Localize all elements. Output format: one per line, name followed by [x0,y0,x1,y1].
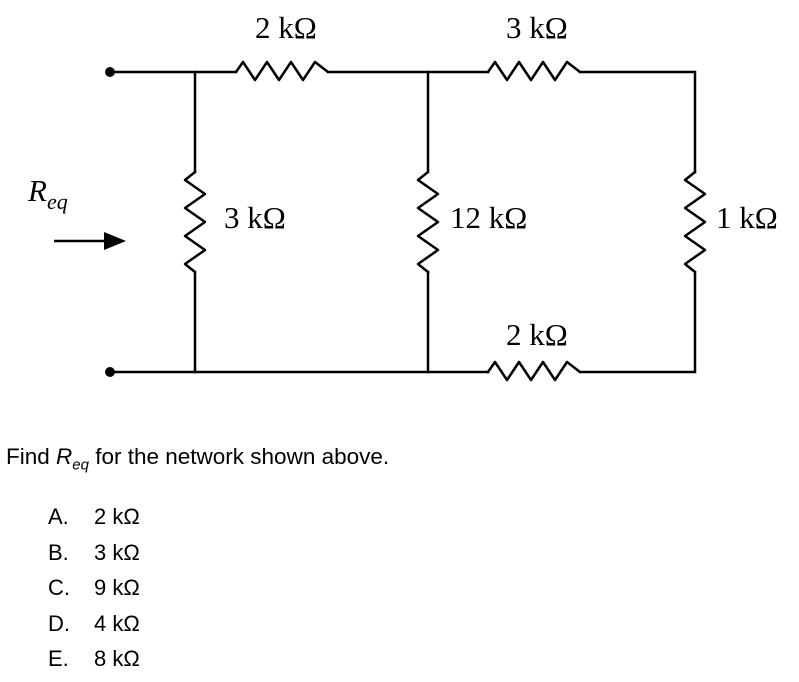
question-text: Find Req for the network shown above. [6,444,389,474]
middle-vertical-resistor-label: 12 kΩ [450,200,527,235]
question-subscript: eq [72,456,89,474]
option-letter: E. [48,646,69,671]
top-right-resistor [486,60,582,82]
circuit-diagram: Req 2 kΩ 3 kΩ 3 kΩ 12 kΩ 1 kΩ 2 kΩ [27,10,778,382]
option-value: 9 kΩ [94,575,140,600]
option-letter: A. [48,504,69,529]
left-vertical-resistor [183,170,207,274]
option-value: 4 kΩ [94,610,140,636]
option-letter: D. [48,610,70,636]
top-right-resistor-label: 3 kΩ [506,10,568,45]
option-d[interactable]: D. 4 kΩ [48,611,140,647]
right-vertical-resistor-label: 1 kΩ [716,200,778,235]
option-b[interactable]: B. 3 kΩ [48,540,140,576]
question-symbol: R [56,444,73,469]
bottom-resistor [486,360,582,382]
question-suffix: for the network shown above. [88,444,390,469]
req-arrow-head [104,232,126,250]
top-left-resistor-label: 2 kΩ [255,10,317,45]
option-value: 2 kΩ [94,504,140,529]
option-value: 8 kΩ [94,646,140,671]
bottom-resistor-label: 2 kΩ [506,317,568,352]
option-a[interactable]: A. 2 kΩ [48,504,140,540]
top-wire [108,70,697,174]
option-letter: B. [48,539,69,565]
question-prefix: Find [6,444,57,469]
left-vertical-resistor-label: 3 kΩ [224,200,286,235]
req-label: Req [27,173,68,214]
right-vertical-resistor [683,170,707,274]
option-e[interactable]: E. 8 kΩ [48,646,140,682]
answer-options: A. 2 kΩ B. 3 kΩ C. 9 kΩ D. 4 kΩ E. 8 kΩ [48,504,140,682]
top-left-resistor [234,60,330,82]
middle-vertical-resistor [416,170,440,274]
option-value: 3 kΩ [94,539,140,565]
bottom-wire [108,270,697,374]
option-c[interactable]: C. 9 kΩ [48,575,140,611]
option-letter: C. [48,575,70,600]
